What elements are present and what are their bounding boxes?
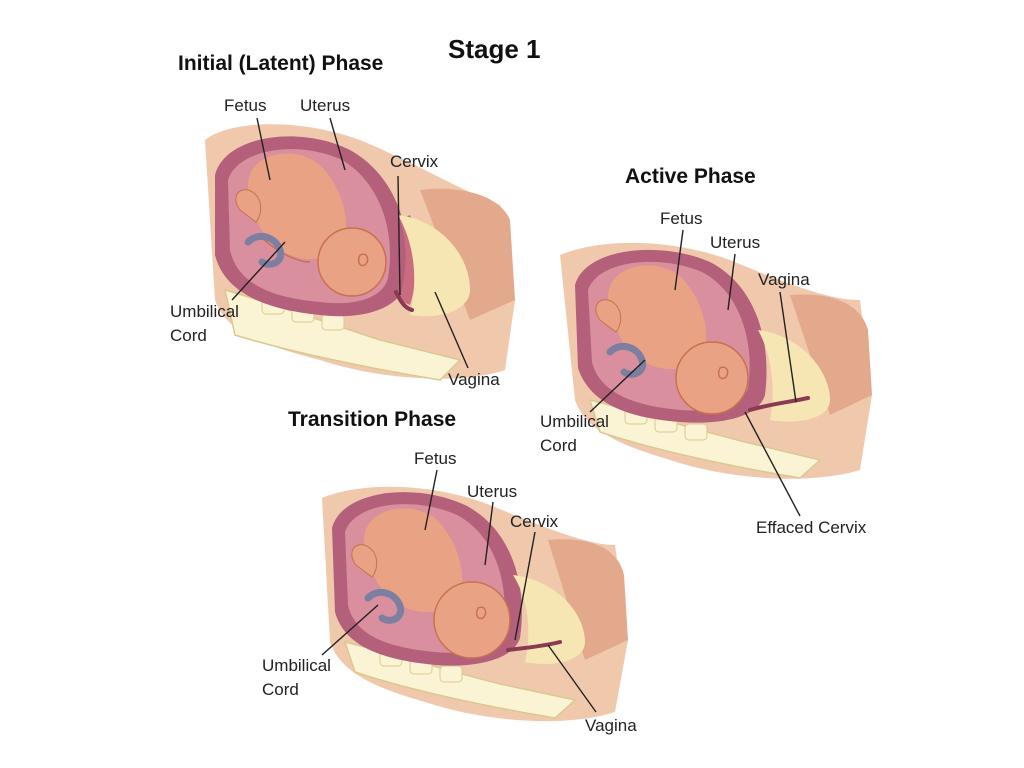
latent-fetus	[235, 153, 387, 297]
diagram-title: Stage 1	[448, 34, 541, 64]
transition-phase-title: Transition Phase	[288, 408, 457, 431]
transition-fetus	[351, 508, 511, 659]
transition-leader-lines	[321, 469, 597, 713]
latent-phase-title: Initial (Latent) Phase	[178, 52, 384, 75]
active-label-effaced-cervix: Effaced Cervix	[756, 518, 867, 537]
active-label-uterus: Uterus	[710, 233, 761, 252]
active-umbilical-cord	[606, 342, 647, 378]
active-effaced-cervix	[748, 396, 810, 412]
transition-umbilical-cord	[364, 588, 405, 624]
active-fat-layer	[758, 330, 830, 422]
active-label-umbilical-cord: Umbilical Cord	[540, 412, 609, 455]
latent-label-vagina: Vagina	[448, 370, 500, 389]
transition-label-uterus: Uterus	[467, 482, 518, 501]
transition-label-umbilical-cord: Umbilical Cord	[262, 656, 331, 699]
transition-cervix	[506, 640, 562, 652]
transition-label-cervix: Cervix	[510, 512, 559, 531]
active-fetus	[595, 265, 749, 415]
active-phase-title: Active Phase	[625, 165, 756, 188]
latent-leader-lines	[231, 117, 469, 369]
transition-label-fetus: Fetus	[414, 449, 457, 468]
transition-label-vagina: Vagina	[585, 716, 637, 735]
latent-label-umbilical-cord: Umbilical Cord	[170, 302, 239, 345]
latent-umbilical-cord	[244, 232, 285, 268]
latent-label-cervix: Cervix	[390, 152, 439, 171]
active-label-fetus: Fetus	[660, 209, 703, 228]
latent-label-uterus: Uterus	[300, 96, 351, 115]
transition-fat-layer	[513, 575, 585, 664]
active-label-vagina: Vagina	[758, 270, 810, 289]
latent-label-fetus: Fetus	[224, 96, 267, 115]
active-leader-lines	[589, 229, 801, 517]
latent-cervix	[394, 290, 414, 312]
latent-fat-layer	[398, 215, 470, 317]
